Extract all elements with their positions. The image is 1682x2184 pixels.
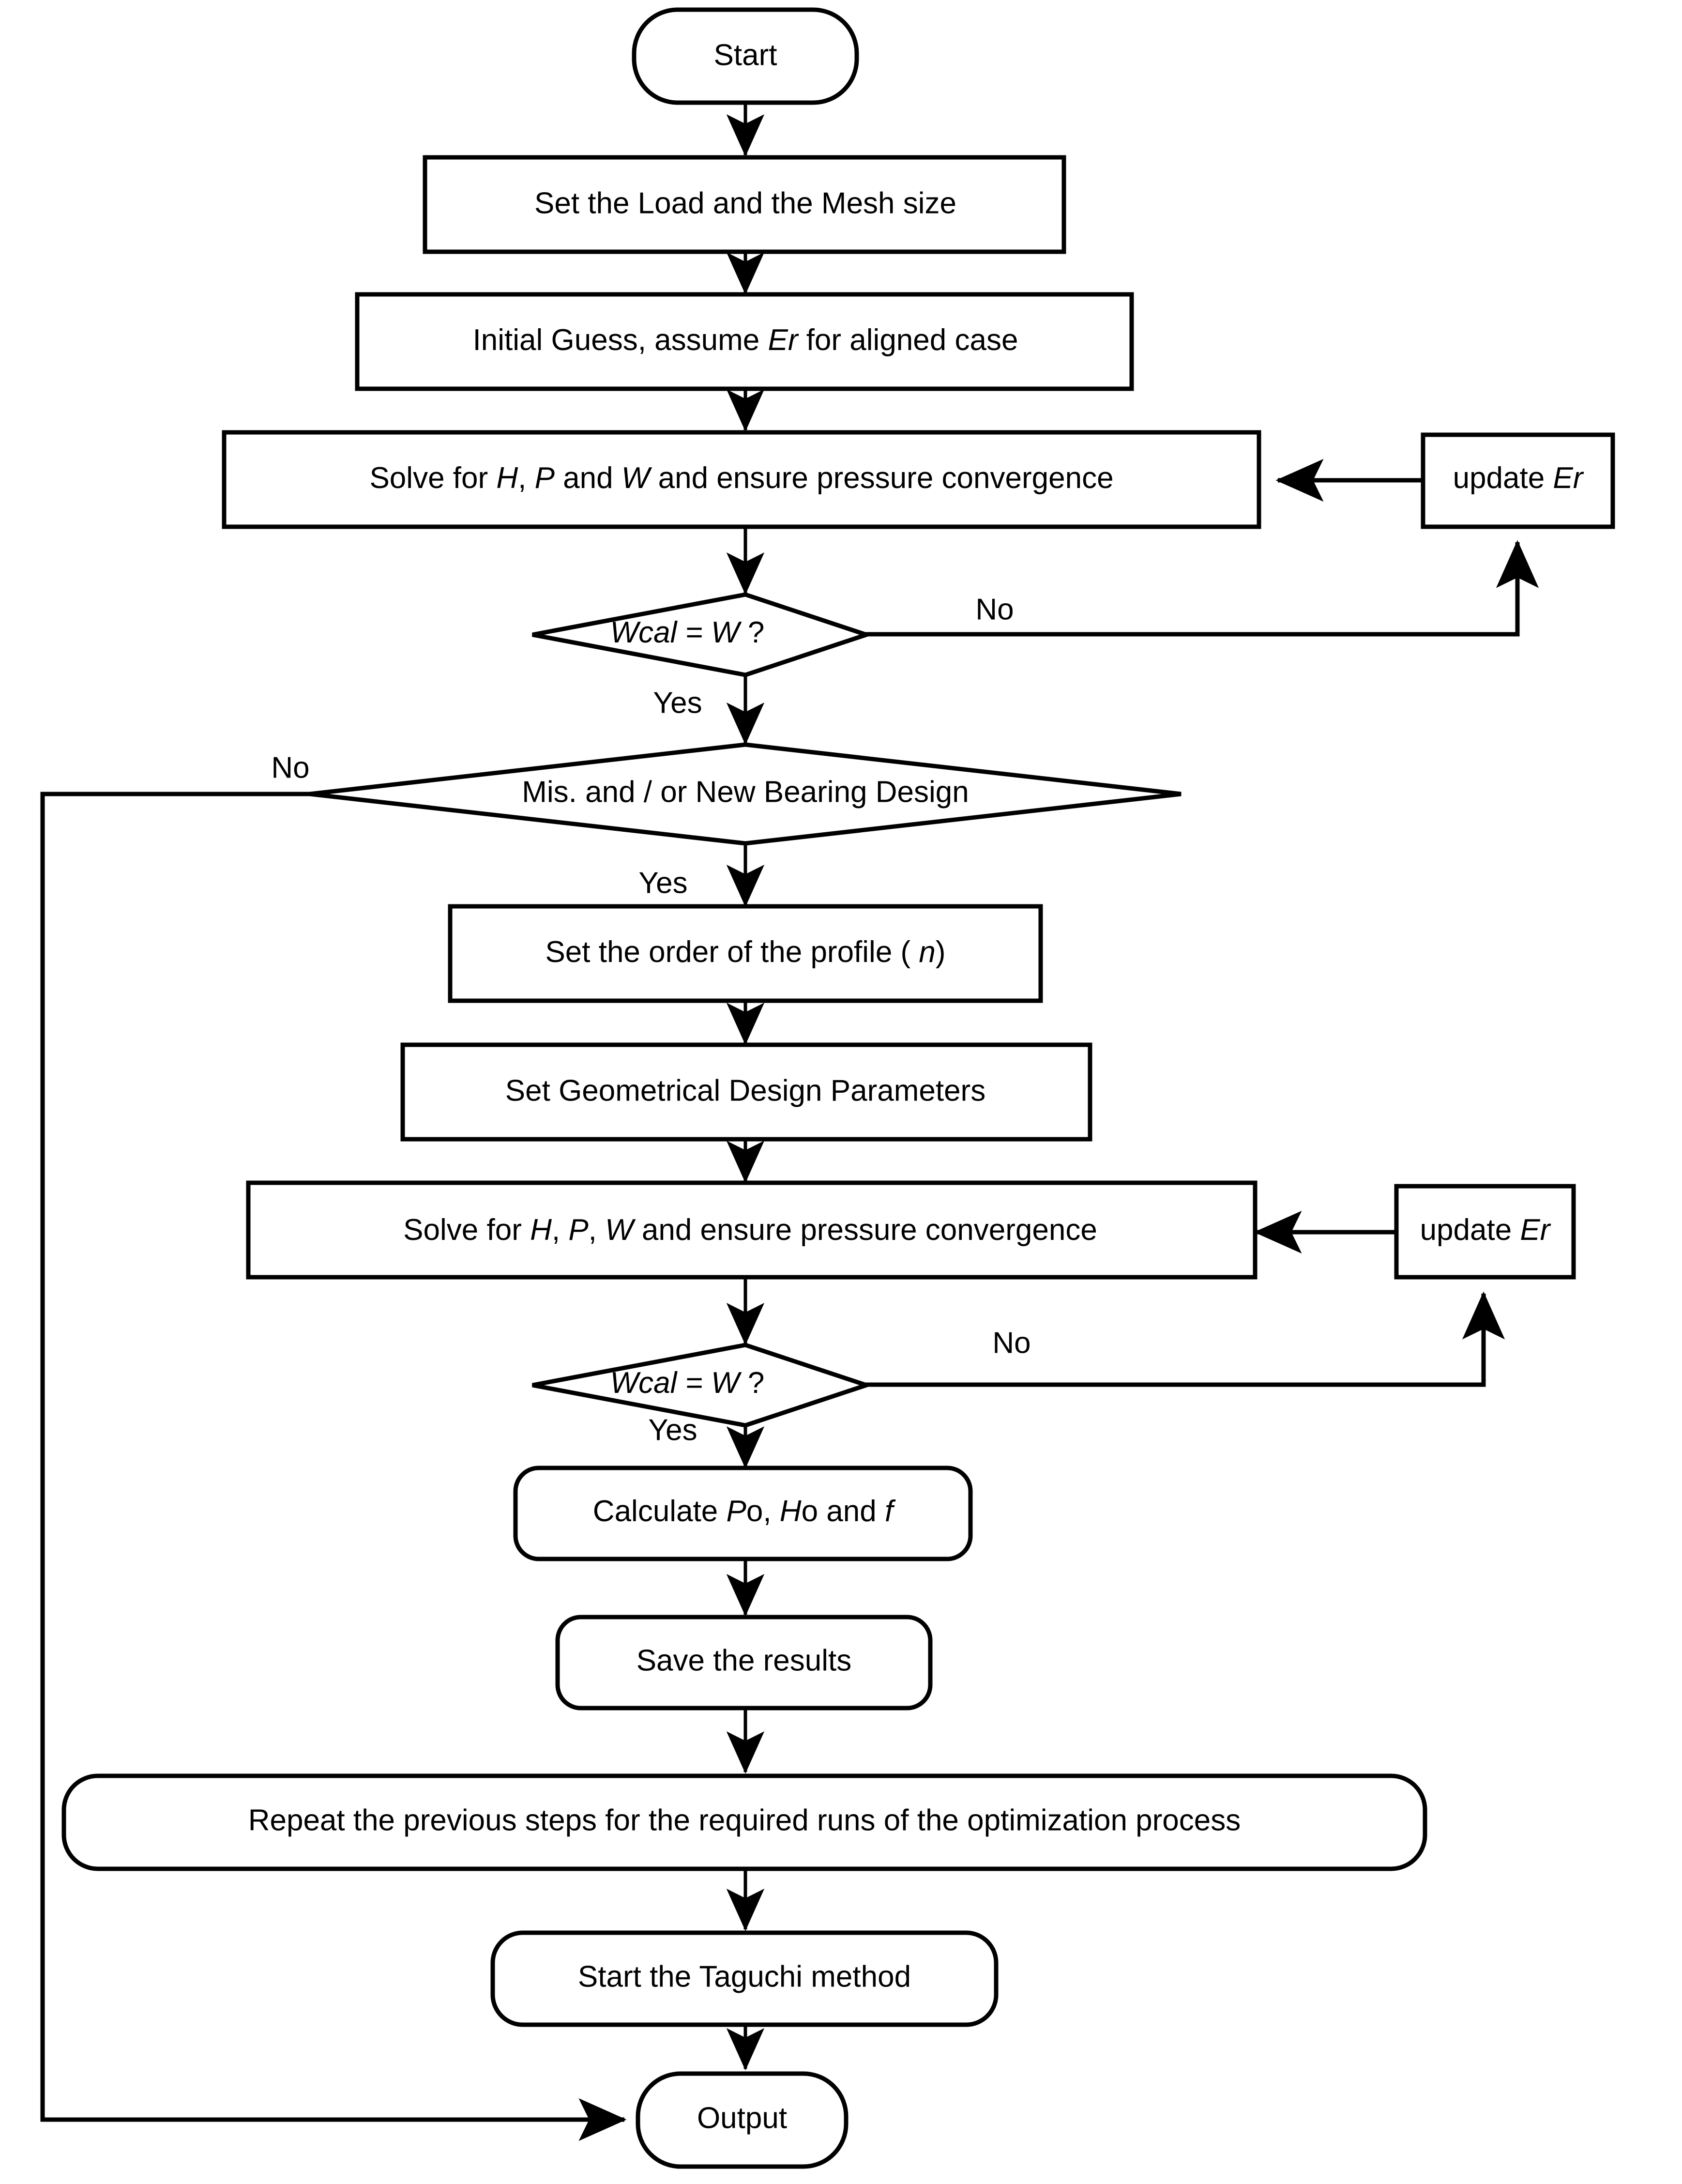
solve-2-label: Solve for H, P, W and ensure pressure co… (403, 1213, 1097, 1247)
update-er-2-label: update Er (1420, 1213, 1551, 1247)
decision-wcal-2-italic: Wcal = W (610, 1366, 742, 1400)
set-geom-label: Set Geometrical Design Parameters (505, 1074, 985, 1107)
connectors-layer (40, 103, 1539, 2141)
output-label: Output (697, 2101, 787, 2135)
set-order-italic: n (919, 935, 935, 969)
solve-1-i1: H (496, 461, 518, 495)
calculate-label: Calculate Po, Ho and f (593, 1495, 896, 1528)
calculate-i1: P (727, 1495, 746, 1528)
repeat-steps-shape (61, 1773, 1427, 1871)
node-output[interactable]: Output (636, 2071, 849, 2169)
calculate-p3: o and (802, 1495, 885, 1528)
solve-2-p1: Solve for (403, 1213, 530, 1247)
output-shape (636, 2071, 849, 2169)
node-repeat-steps[interactable]: Repeat the previous steps for the requir… (61, 1773, 1427, 1871)
update-er-1-pre: update (1453, 461, 1553, 495)
update-er-1-shape (1421, 432, 1615, 529)
solve-1-p4: and ensure pressure convergence (650, 461, 1113, 495)
decision-wcal-2-label: Wcal = W ? (610, 1366, 765, 1400)
set-order-pre: Set the order of the profile ( (545, 935, 919, 969)
decision-wcal-2-post: ? (740, 1366, 765, 1400)
initial-guess-text-pre: Initial Guess, assume (473, 323, 768, 357)
solve-2-i1: H (530, 1213, 552, 1247)
solve-1-label: Solve for H, P and W and ensure pressure… (369, 461, 1113, 495)
update-er-2-shape (1394, 1184, 1576, 1280)
start-shape (632, 7, 859, 105)
initial-guess-label: Initial Guess, assume Er for aligned cas… (473, 323, 1018, 357)
solve-2-p4: and ensure pressure convergence (634, 1213, 1097, 1247)
decision-mis-label: Mis. and / or New Bearing Design (522, 775, 969, 809)
solve-1-i2: P (535, 461, 555, 495)
initial-guess-text-post: for aligned case (798, 323, 1018, 357)
solve-1-p2: , (518, 461, 534, 495)
decision-wcal-2-shape (532, 1343, 874, 1428)
edge-label-wcal1-yes: Yes (653, 686, 702, 719)
initial-guess-text-italic: Er (768, 323, 799, 357)
set-load-mesh-label: Set the Load and the Mesh size (534, 186, 956, 220)
node-initial-guess[interactable]: Initial Guess, assume Er for aligned cas… (355, 292, 1134, 391)
node-set-geom[interactable]: Set Geometrical Design Parameters (400, 1042, 1092, 1142)
solve-2-p2: , (552, 1213, 568, 1247)
solve-1-shape (222, 430, 1261, 529)
edge-label-wcal1-no: No (975, 593, 1014, 626)
set-load-mesh-shape (423, 155, 1066, 254)
solve-2-i2: P (568, 1213, 588, 1247)
update-er-1-italic: Er (1553, 461, 1584, 495)
save-results-label: Save the results (636, 1644, 852, 1677)
edge-label-mis-no: No (271, 751, 309, 784)
update-er-2-italic: Er (1520, 1213, 1551, 1247)
solve-2-i3: W (605, 1213, 636, 1247)
initial-guess-shape (355, 292, 1134, 391)
solve-2-shape (246, 1180, 1258, 1280)
edge-label-mis-yes: Yes (638, 866, 687, 900)
node-set-order[interactable]: Set the order of the profile ( n) (448, 904, 1043, 1003)
node-calculate[interactable]: Calculate Po, Ho and f (513, 1466, 973, 1561)
node-decision-wcal-1[interactable]: Wcal = W ? (532, 592, 874, 677)
node-decision-wcal-2[interactable]: Wcal = W ? (532, 1343, 874, 1428)
node-update-er-1[interactable]: update Er (1421, 432, 1615, 529)
decision-wcal-1-shape (532, 592, 874, 677)
start-label: Start (714, 38, 777, 72)
edge-wcal2-no-to-updateer2 (864, 1291, 1505, 1387)
node-decision-mis[interactable]: Mis. and / or New Bearing Design (309, 742, 1182, 846)
solve-2-p3: , (589, 1213, 605, 1247)
node-save-results[interactable]: Save the results (555, 1615, 933, 1711)
set-geom-shape (400, 1042, 1092, 1142)
solve-1-i3: W (621, 461, 652, 495)
decision-wcal-1-italic: Wcal = W (610, 616, 742, 649)
set-order-shape (448, 904, 1043, 1003)
edge-label-wcal2-yes: Yes (648, 1413, 697, 1447)
node-solve-2[interactable]: Solve for H, P, W and ensure pressure co… (246, 1180, 1258, 1280)
node-taguchi[interactable]: Start the Taguchi method (490, 1930, 999, 2027)
repeat-steps-label: Repeat the previous steps for the requir… (248, 1803, 1241, 1837)
calculate-p1: Calculate (593, 1495, 727, 1528)
update-er-2-pre: update (1420, 1213, 1520, 1247)
node-update-er-2[interactable]: update Er (1394, 1184, 1576, 1280)
taguchi-label: Start the Taguchi method (578, 1960, 911, 1993)
calculate-p2: o, (746, 1495, 780, 1528)
taguchi-shape (490, 1930, 999, 2027)
save-results-shape (555, 1615, 933, 1711)
node-set-load-mesh[interactable]: Set the Load and the Mesh size (423, 155, 1066, 254)
set-order-post: ) (936, 935, 946, 969)
set-order-label: Set the order of the profile ( n) (545, 935, 945, 969)
solve-1-p1: Solve for (369, 461, 496, 495)
decision-mis-shape (309, 742, 1182, 846)
calculate-i2: H (780, 1495, 802, 1528)
decision-wcal-1-label: Wcal = W ? (610, 616, 765, 649)
update-er-1-label: update Er (1453, 461, 1584, 495)
edge-wcal1-no-to-updateer1 (864, 540, 1539, 637)
node-solve-1[interactable]: Solve for H, P and W and ensure pressure… (222, 430, 1261, 529)
solve-1-p3: and (555, 461, 621, 495)
calculate-shape (513, 1466, 973, 1561)
edge-label-wcal2-no: No (992, 1326, 1030, 1359)
node-start[interactable]: Start (632, 7, 859, 105)
decision-wcal-1-post: ? (740, 616, 765, 649)
